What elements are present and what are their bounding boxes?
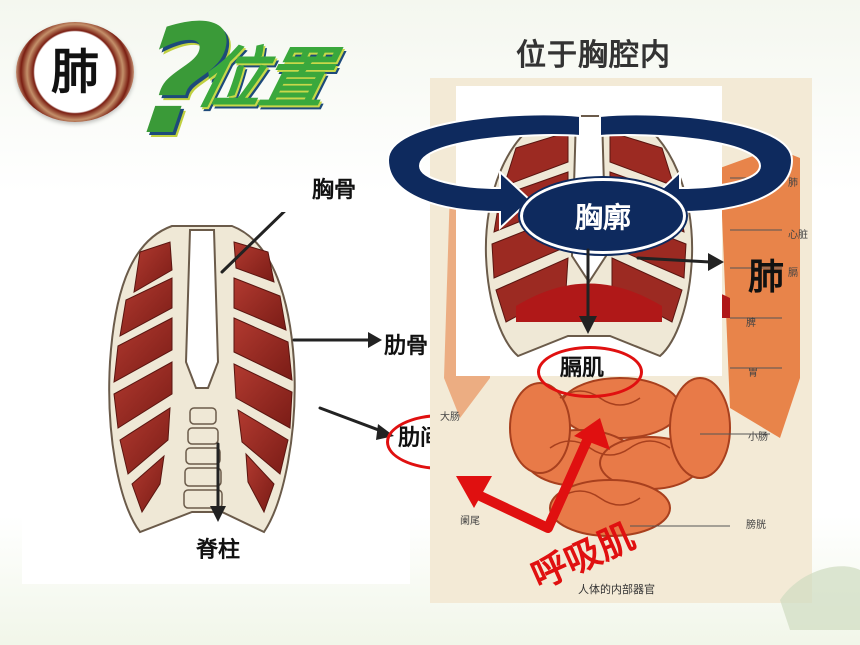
label-sternum: 胸骨 bbox=[312, 178, 357, 203]
lung-badge: 肺 bbox=[16, 22, 134, 122]
badge-text: 肺 bbox=[50, 44, 99, 100]
figure-label-diaphragm: 膈 bbox=[788, 268, 798, 279]
rotation-arrows bbox=[386, 113, 794, 231]
figure-label-stomach: 胃 bbox=[748, 368, 758, 379]
thorax-oval: 胸廓 bbox=[520, 178, 686, 254]
respiratory-arrows bbox=[456, 418, 610, 533]
label-spine: 脊柱 bbox=[196, 538, 241, 563]
label-diaphragm: 膈肌 bbox=[560, 356, 605, 381]
ribcage-drawing bbox=[108, 196, 394, 534]
right-arrows bbox=[579, 248, 724, 334]
diaphragm-ring bbox=[537, 346, 643, 398]
figure-label-small-intestine: 小肠 bbox=[748, 432, 768, 443]
ribcage-figure-left bbox=[22, 196, 410, 584]
page-title: 位于胸腔内 bbox=[516, 38, 671, 73]
label-thorax: 胸廓 bbox=[574, 201, 631, 234]
figure-label-spleen: 脾 bbox=[746, 318, 756, 329]
position-heading: 位置 bbox=[188, 40, 336, 117]
figure-label-lung: 肺 bbox=[788, 178, 798, 189]
figure-label-appendix: 阑尾 bbox=[460, 516, 480, 527]
figure-caption: 人体的内部器官 bbox=[578, 583, 655, 596]
figure-label-bladder: 膀胱 bbox=[746, 520, 766, 531]
decorative-wash bbox=[780, 566, 860, 630]
figure-label-large-intestine: 大肠 bbox=[440, 412, 460, 423]
figure-label-heart: 心脏 bbox=[788, 230, 808, 241]
label-rib: 肋骨 bbox=[384, 334, 429, 359]
label-lung: 肺 bbox=[748, 257, 785, 298]
